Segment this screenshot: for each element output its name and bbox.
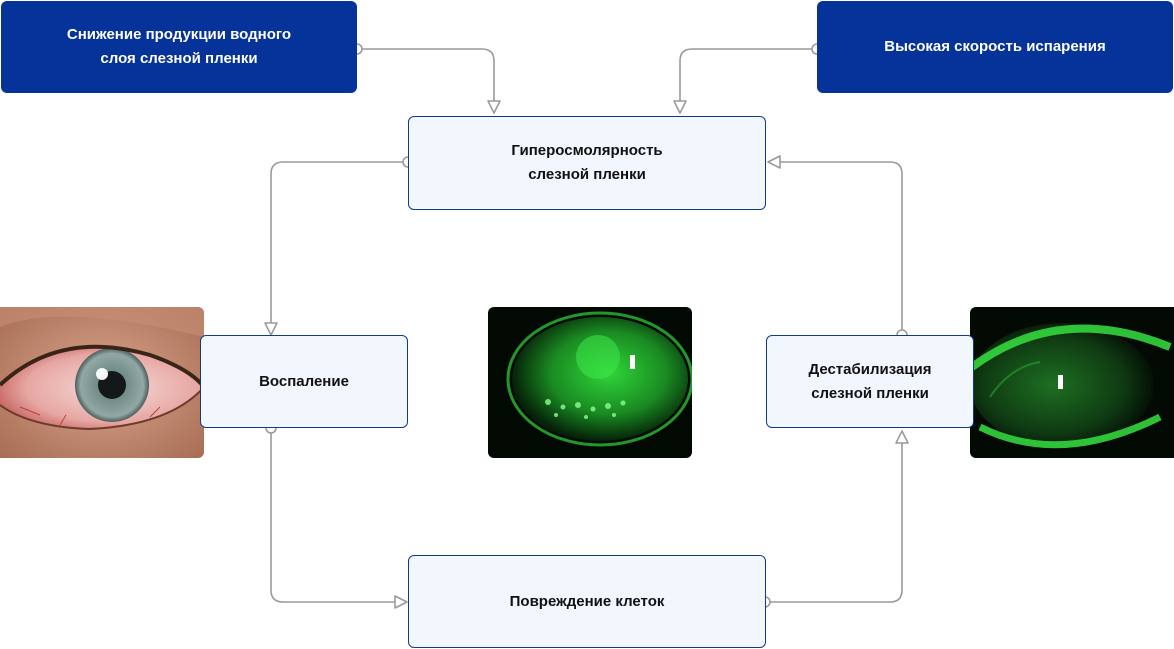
red-eye-photo	[0, 307, 204, 458]
arrowhead-down	[673, 100, 687, 114]
high-evaporation-box: Высокая скорость испарения	[817, 1, 1173, 93]
connector-cell-damage-to-destabilization	[765, 443, 903, 603]
destabilization-label: Дестабилизация слезной пленки	[808, 360, 932, 402]
arrowhead-down	[487, 100, 501, 114]
cell-damage-box: Повреждение клеток	[408, 555, 766, 648]
destabilization-box: Дестабилизация слезной пленки	[766, 335, 974, 428]
hyperosmolarity-label: Гиперосмолярность слезной пленки	[511, 142, 663, 183]
arrowhead-left	[767, 155, 781, 169]
connector-water-to-hyperosmolarity	[357, 48, 495, 101]
inflammation-box: Воспаление	[200, 335, 408, 428]
arrowhead-up	[895, 430, 909, 444]
fluorescein-stained-cornea-photo	[488, 307, 692, 458]
high-evaporation-label: Высокая скорость испарения	[884, 38, 1106, 55]
water-production-decrease-box: Снижение продукции водного слоя слезной …	[1, 1, 357, 93]
tear-film-breakup-photo	[970, 307, 1174, 458]
inflammation-label: Воспаление	[259, 372, 349, 390]
arrowhead-down	[264, 322, 278, 336]
connector-hyperosmolarity-to-inflammation	[270, 161, 408, 323]
water-production-decrease-label: Снижение продукции водного слоя слезной …	[66, 26, 292, 67]
cell-damage-label: Повреждение клеток	[509, 592, 665, 610]
connector-inflammation-to-cell-damage	[270, 428, 395, 603]
hyperosmolarity-box: Гиперосмолярность слезной пленки	[408, 116, 766, 210]
connector-destabilization-to-hyperosmolarity	[780, 161, 903, 335]
arrowhead-right	[394, 595, 408, 609]
connector-evaporation-to-hyperosmolarity	[679, 48, 817, 101]
